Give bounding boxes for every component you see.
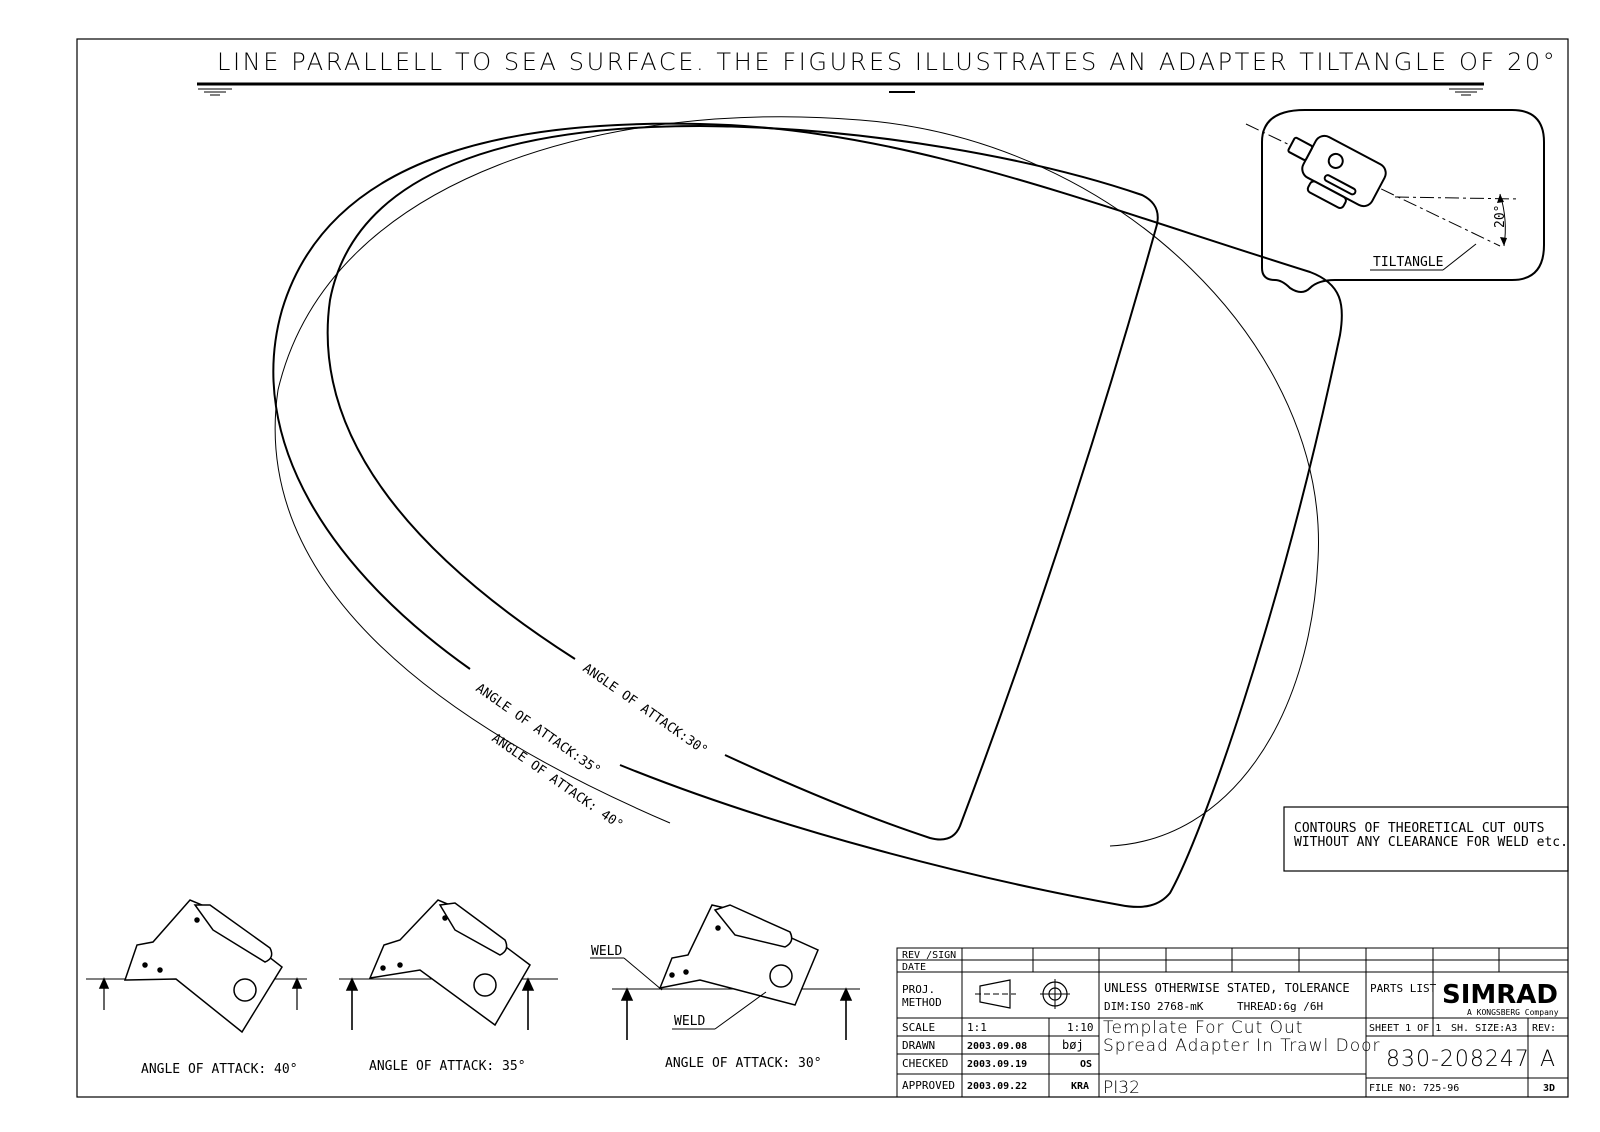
approved-date: 2003.09.22 bbox=[967, 1081, 1027, 1092]
file-no: FILE NO: 725-96 bbox=[1369, 1083, 1459, 1094]
drawing-number: 830-208247 bbox=[1386, 1047, 1530, 1072]
dim-text: DIM:ISO 2768-mK bbox=[1104, 1000, 1204, 1013]
proj-method-label-2: METHOD bbox=[902, 996, 942, 1009]
angle-label: 20° bbox=[1493, 205, 1508, 228]
header-title: LINE PARALLELL TO SEA SURFACE. THE FIGUR… bbox=[217, 48, 1557, 76]
approved-label: APPROVED bbox=[902, 1079, 955, 1092]
drawing-border bbox=[76, 38, 1569, 1098]
weld-label-1: WELD bbox=[591, 944, 622, 959]
sea-surface-line bbox=[197, 82, 1484, 96]
company-logo: SIMRAD bbox=[1442, 980, 1558, 1010]
note-line-2: WITHOUT ANY CLEARANCE FOR WELD etc. bbox=[1294, 835, 1568, 850]
side-view-30 bbox=[590, 904, 860, 1040]
caption-30: ANGLE OF ATTACK: 30° bbox=[665, 1056, 822, 1071]
thread-text: THREAD:6g /6H bbox=[1237, 1000, 1323, 1013]
drawn-date: 2003.09.08 bbox=[967, 1041, 1027, 1052]
tiltangle-inset: TILTANGLE 20° bbox=[1245, 109, 1545, 293]
date-label: DATE bbox=[902, 962, 926, 973]
company-sub: A KONGSBERG Company bbox=[1467, 1008, 1559, 1017]
contour-40 bbox=[274, 116, 1319, 847]
scale-label: SCALE bbox=[902, 1021, 935, 1034]
contour-label-30: ANGLE OF ATTACK:30° bbox=[580, 661, 710, 759]
rev-sign-label: REV /SIGN bbox=[902, 950, 956, 961]
drawn-sign: bøj bbox=[1062, 1038, 1084, 1052]
approved-sign: KRA bbox=[1071, 1081, 1089, 1092]
tolerance-text: UNLESS OTHERWISE STATED, TOLERANCE bbox=[1104, 981, 1350, 995]
note-box: CONTOURS OF THEORETICAL CUT OUTS WITHOUT… bbox=[1283, 806, 1569, 872]
drawing-title-1: Template For Cut Out bbox=[1103, 1018, 1303, 1038]
title-block bbox=[896, 947, 1569, 1098]
weld-label-2: WELD bbox=[674, 1014, 705, 1029]
checked-label: CHECKED bbox=[902, 1057, 948, 1070]
format-label: 3D bbox=[1543, 1083, 1555, 1094]
caption-35: ANGLE OF ATTACK: 35° bbox=[369, 1059, 526, 1074]
note-line-1: CONTOURS OF THEORETICAL CUT OUTS bbox=[1294, 821, 1544, 836]
checked-date: 2003.09.19 bbox=[967, 1059, 1027, 1070]
proj-method-label-1: PROJ. bbox=[902, 983, 935, 996]
drawing-code: PI32 bbox=[1103, 1078, 1140, 1098]
parts-list-label: PARTS LIST bbox=[1370, 982, 1437, 995]
caption-40: ANGLE OF ATTACK: 40° bbox=[141, 1062, 298, 1077]
scale-value: 1:1 bbox=[967, 1021, 987, 1034]
tiltangle-label: TILTANGLE bbox=[1373, 255, 1443, 270]
drawing-title-2: Spread Adapter In Trawl Door bbox=[1103, 1036, 1381, 1056]
side-view-40 bbox=[86, 899, 307, 1034]
rev-value: A bbox=[1540, 1047, 1555, 1072]
rev-label: REV: bbox=[1532, 1023, 1556, 1034]
drawn-label: DRAWN bbox=[902, 1039, 935, 1052]
contour-35 bbox=[272, 122, 1343, 908]
side-view-35 bbox=[339, 899, 558, 1030]
scale-value-2: 1:10 bbox=[1067, 1021, 1094, 1034]
sheet-size-label: SH. SIZE:A3 bbox=[1451, 1023, 1517, 1034]
contour-30 bbox=[326, 124, 1159, 841]
sheet-label: SHEET 1 OF 1 bbox=[1369, 1023, 1441, 1034]
checked-sign: OS bbox=[1080, 1059, 1092, 1070]
